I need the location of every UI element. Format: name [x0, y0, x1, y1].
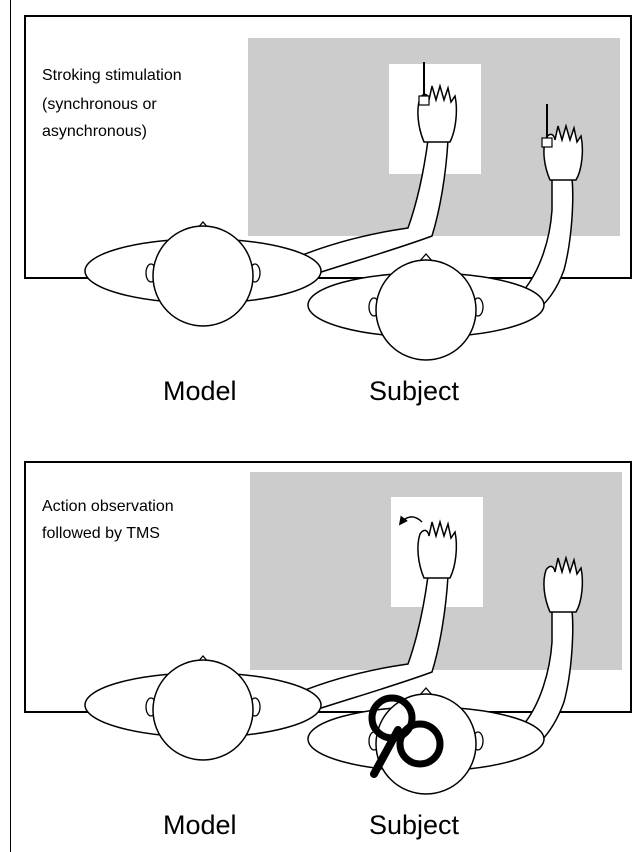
subject-hand — [543, 555, 584, 613]
panel-action-observation: Action observation followed by TMS Model — [24, 461, 632, 840]
subject-head — [375, 693, 477, 795]
model-hand — [417, 519, 458, 579]
model-label: Model — [163, 810, 237, 840]
curved-arrow-icon — [398, 515, 423, 526]
figure-eight-coil-icon — [368, 694, 444, 778]
subject-label: Subject — [369, 376, 460, 406]
model-head — [152, 225, 254, 327]
caption-line: (synchronous or — [42, 96, 157, 113]
caption-line: followed by TMS — [42, 525, 160, 542]
brush-head — [541, 137, 553, 148]
caption-line: Stroking stimulation — [42, 67, 182, 84]
model-label: Model — [163, 376, 237, 406]
brush-head — [418, 95, 430, 106]
panel-stroking: Stroking stimulation (synchronous or asy… — [24, 15, 632, 406]
subject-label: Subject — [369, 810, 460, 840]
caption-line: asynchronous) — [42, 123, 147, 140]
caption: Action observation followed by TMS — [42, 498, 178, 542]
caption: Stroking stimulation (synchronous or asy… — [42, 67, 186, 140]
model-head — [152, 659, 254, 761]
caption-line: Action observation — [42, 498, 174, 515]
subject-head — [375, 259, 477, 361]
subject-hand — [543, 123, 584, 181]
